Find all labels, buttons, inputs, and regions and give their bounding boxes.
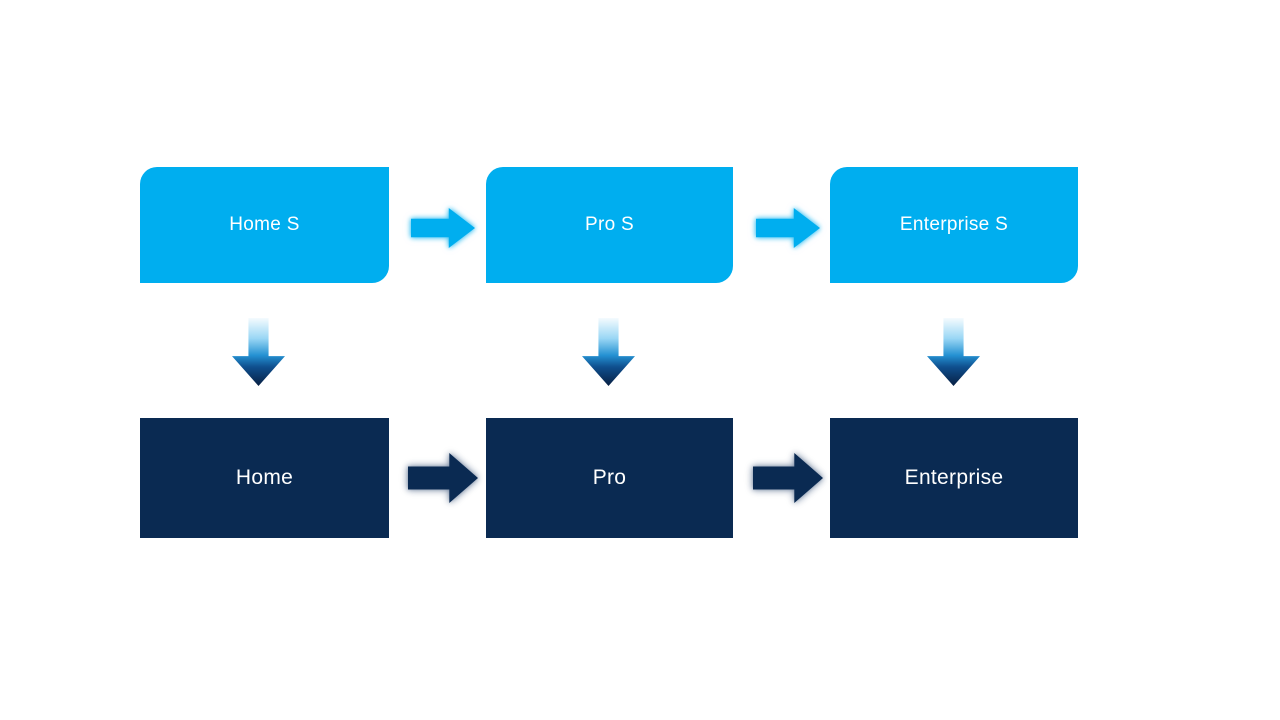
node-label: Enterprise — [904, 466, 1004, 489]
node-home: Home — [140, 418, 389, 538]
right-arrow-icon — [753, 453, 823, 503]
node-label: Home S — [229, 214, 300, 235]
down-arrow-icon — [927, 318, 980, 386]
right-arrow-icon — [756, 208, 820, 248]
right-arrow-icon — [411, 208, 475, 248]
node-label: Home — [235, 466, 294, 489]
node-pro: Pro — [486, 418, 733, 538]
node-label: Pro S — [584, 214, 635, 235]
node-label: Enterprise S — [899, 214, 1009, 235]
down-arrow-icon — [232, 318, 285, 386]
right-arrow-icon — [408, 453, 478, 503]
node-enterprise-s: Enterprise S — [830, 167, 1078, 283]
node-home-s: Home S — [140, 167, 389, 283]
node-pro-s: Pro S — [486, 167, 733, 283]
down-arrow-icon — [582, 318, 635, 386]
node-enterprise: Enterprise — [830, 418, 1078, 538]
node-label: Pro — [592, 466, 627, 489]
